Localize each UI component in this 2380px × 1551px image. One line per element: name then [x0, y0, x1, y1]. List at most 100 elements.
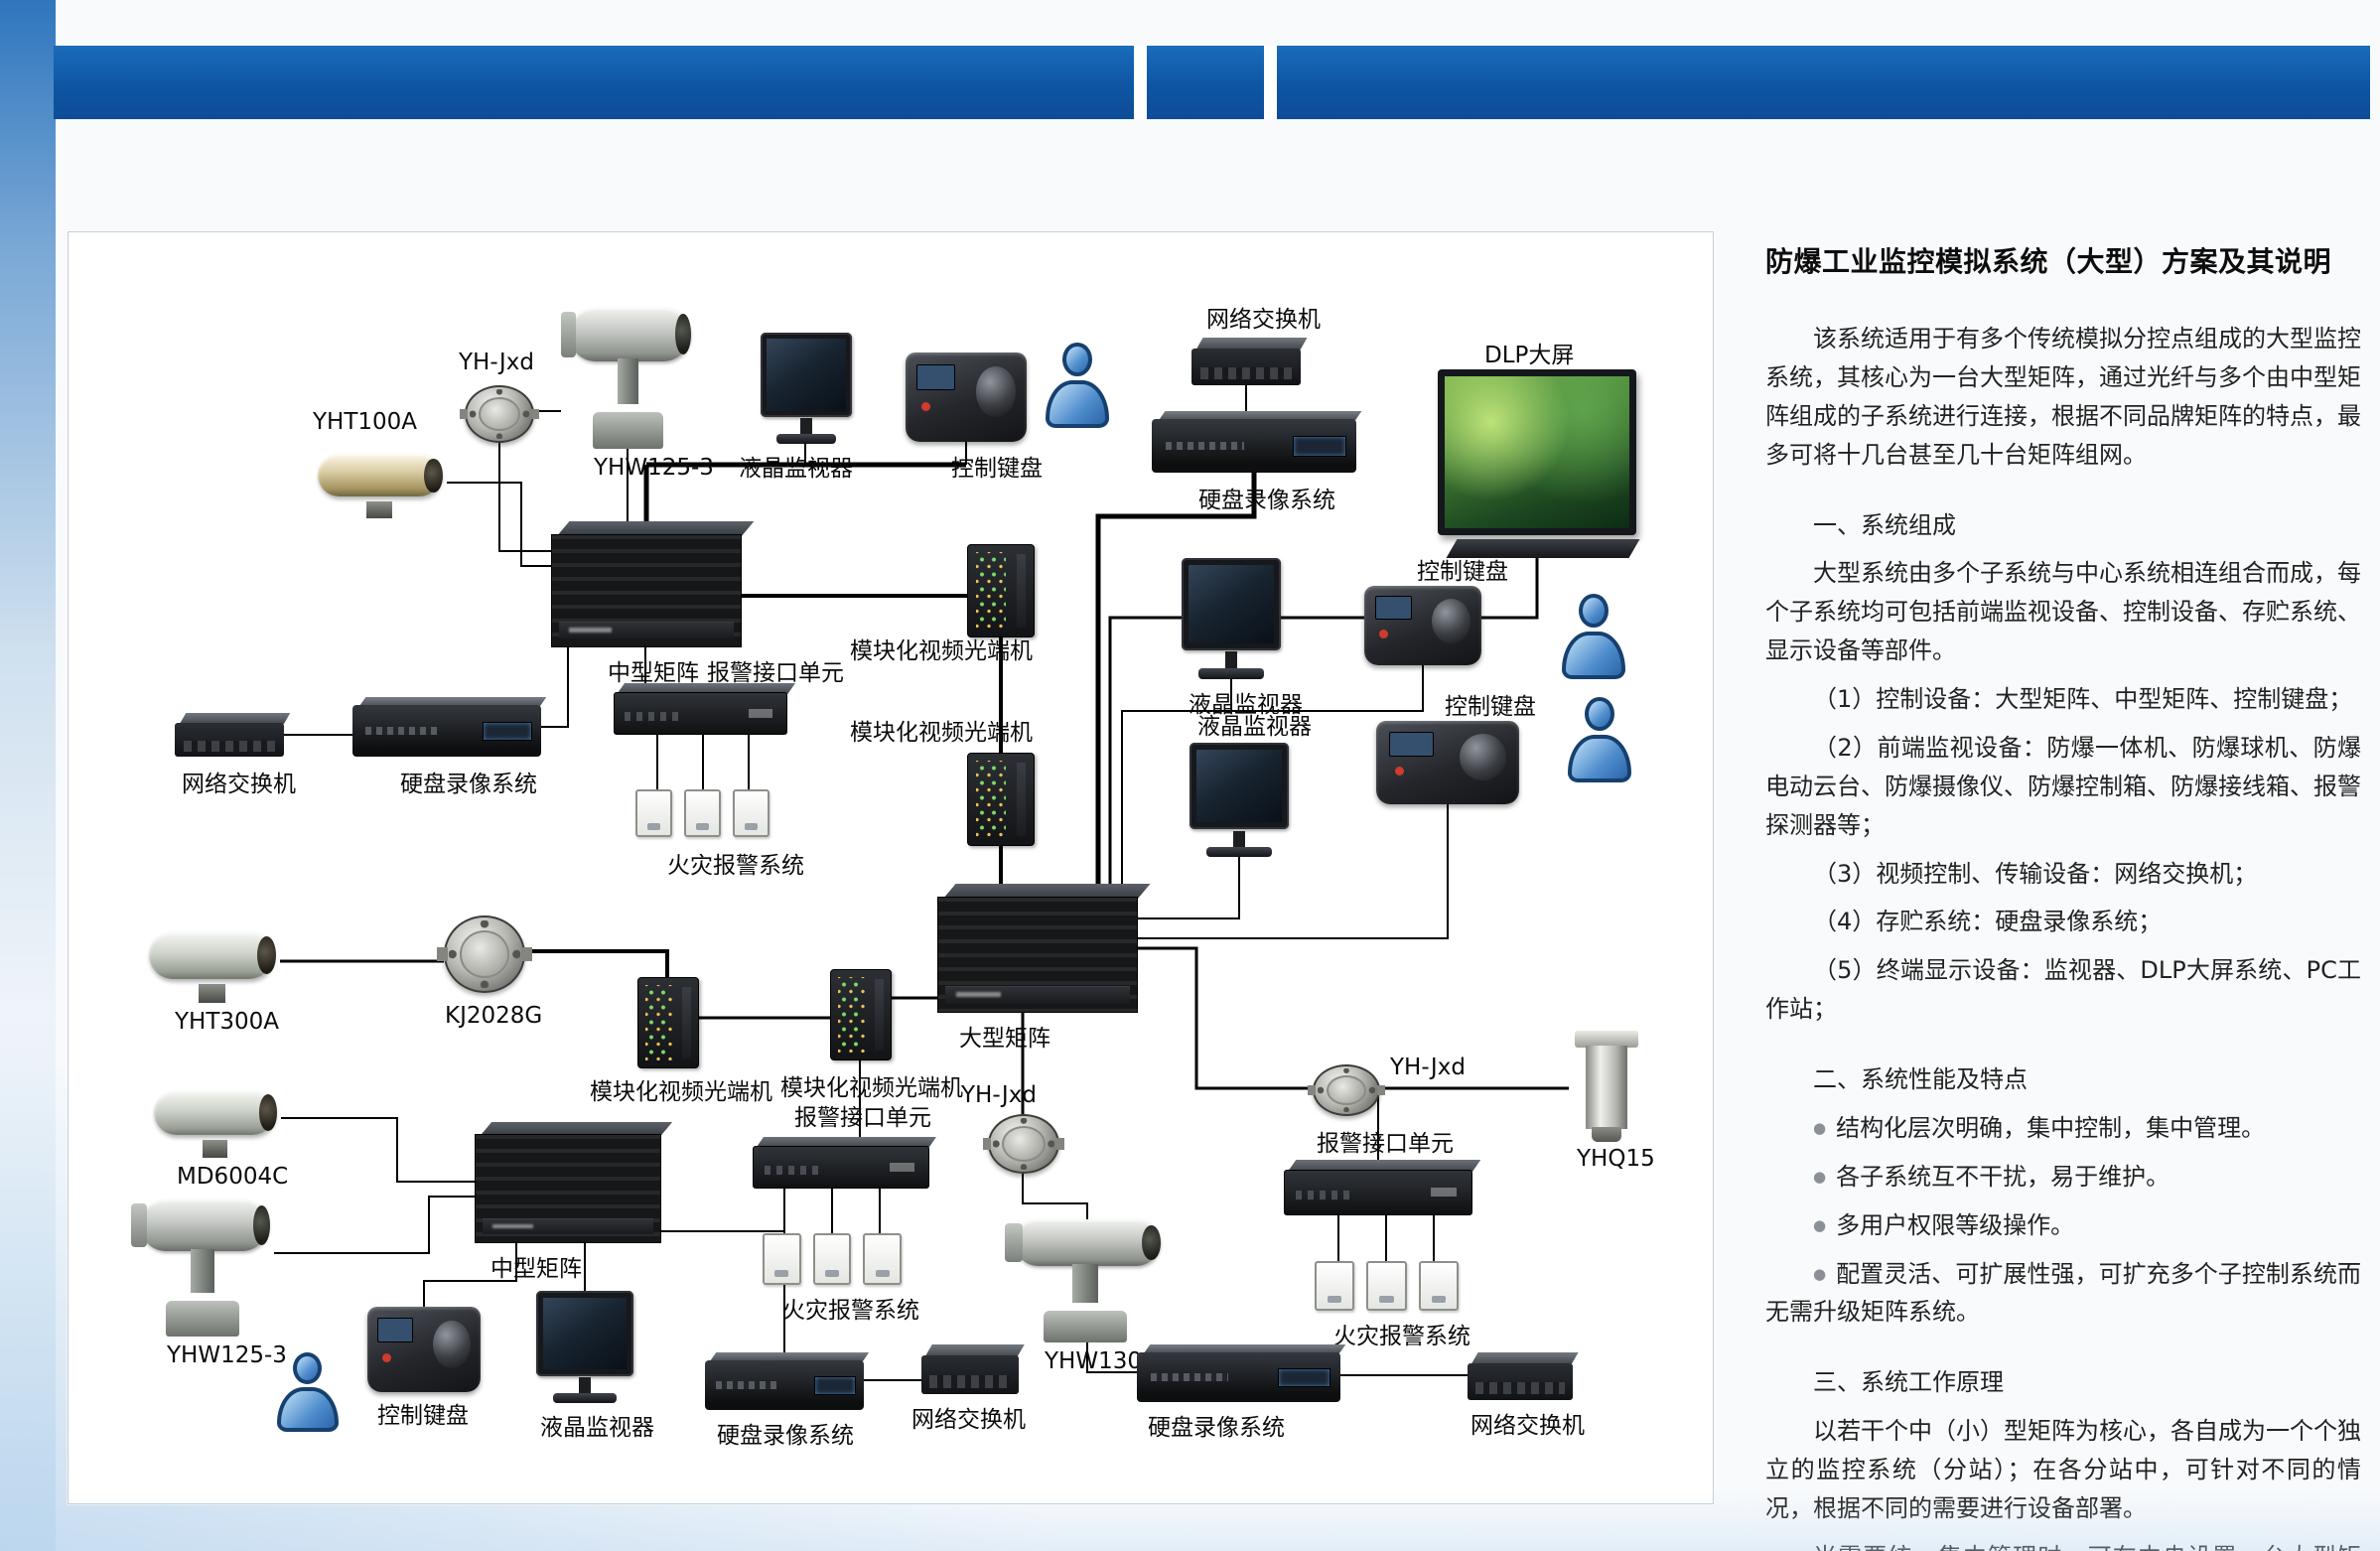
camera-yhw125-3-bottom-label: YHW125-3: [167, 1342, 287, 1368]
article-paragraph: 三、系统工作原理: [1813, 1368, 2004, 1397]
dvr-3-label: 硬盘录像系统: [717, 1423, 854, 1449]
camera-mount: [366, 500, 393, 518]
fire-alarm-1-label: 火灾报警系统: [667, 853, 804, 879]
junction-bolts: [1317, 1067, 1376, 1113]
monitor-screen: [542, 1297, 628, 1370]
fire-detector-icon: [733, 789, 770, 837]
camera-lens-icon: [257, 935, 276, 975]
optical-panel: [682, 987, 691, 1058]
dvr-display: [1293, 436, 1346, 457]
fire-detector-icon: [763, 1233, 801, 1285]
person-body-icon: [277, 1387, 339, 1432]
keyboard-body: [1376, 721, 1519, 804]
switch-4-label: 网络交换机: [1470, 1413, 1585, 1439]
matrix-medium-1: [551, 521, 755, 647]
article-paragraph: 该系统适用于有多个传统模拟分控点组成的大型监控系统，其核心为一台大型矩阵，通过光…: [1765, 325, 2361, 469]
keyboard-1-label: 控制键盘: [951, 456, 1043, 482]
camera-yht300a-label: YHT300A: [175, 1009, 280, 1035]
dvr-body: [1152, 419, 1356, 473]
junction-yhjxd-2: [982, 1114, 1065, 1174]
article-panel: 防爆工业监控模拟系统（大型）方案及其说明 该系统适用于有多个传统模拟分控点组成的…: [1765, 240, 2361, 1551]
dvr-body: [352, 704, 541, 757]
keyboard-display: [1388, 731, 1435, 757]
monitor-base: [1206, 846, 1272, 857]
dvr-vents: [716, 1380, 776, 1389]
operator-1: [1045, 343, 1110, 428]
monitor-base: [552, 1392, 618, 1403]
camera-housing: [154, 1089, 278, 1136]
alarm-unit-2: [753, 1137, 937, 1189]
matrix-label-strip: [482, 1217, 654, 1235]
dlp-screen: [1438, 369, 1640, 558]
keyboard-joystick-icon: [975, 366, 1017, 417]
ptz-base: [1043, 1310, 1128, 1342]
keyboard-body: [1364, 586, 1481, 665]
article-paragraph: 二、系统性能及特点: [1813, 1065, 2028, 1093]
junction-yhjxd-1: [459, 385, 540, 443]
optical-panel: [1016, 554, 1027, 628]
banner-divider: [1134, 46, 1147, 119]
fire-detector-icon: [812, 1233, 852, 1285]
camera-md6004c: [154, 1082, 281, 1158]
dvr-2: [352, 697, 547, 757]
keyboard-2: [1364, 586, 1481, 665]
switch-body: [175, 722, 284, 757]
housing-flange: [1575, 1031, 1638, 1048]
article-title: 防爆工业监控模拟系统（大型）方案及其说明: [1765, 245, 2332, 278]
optical-4-label: 模块化视频光端机: [780, 1075, 963, 1101]
dvr-3: [705, 1352, 869, 1410]
monitor-base: [1198, 668, 1264, 679]
camera-yhq15: [1569, 1031, 1644, 1142]
person-head-icon: [1061, 343, 1092, 377]
switch-body: [1468, 1362, 1573, 1400]
camera-housing: [130, 1199, 270, 1252]
camera-lens-icon: [258, 1094, 278, 1131]
optical-2-label: 模块化视频光端机: [850, 720, 1033, 746]
optical-1-label: 模块化视频光端机: [850, 638, 1033, 664]
dvr-vents: [365, 726, 438, 736]
switch-2: [175, 713, 290, 757]
keyboard-body: [367, 1307, 481, 1392]
monitor-screen: [1196, 750, 1282, 823]
keyboard-led: [920, 401, 930, 411]
camera-yhq15-label: YHQ15: [1577, 1146, 1655, 1172]
keyboard-joystick-icon: [1459, 734, 1507, 781]
optical-3-label: 模块化视频光端机: [590, 1079, 772, 1105]
junction-bolts: [992, 1118, 1055, 1170]
keyboard-display: [1374, 596, 1412, 620]
monitor-4: [536, 1291, 633, 1403]
optical-2: [967, 753, 1035, 846]
fire-detector-icon: [1366, 1261, 1407, 1311]
switch-4: [1468, 1352, 1579, 1400]
article-body: 该系统适用于有多个传统模拟分控点组成的大型监控系统，其核心为一台大型矩阵，通过光…: [1765, 320, 2361, 1551]
person-body-icon: [1046, 379, 1109, 428]
optical-panel: [1016, 763, 1027, 836]
article-paragraph: （2）前端监视设备：防爆一体机、防爆球机、防爆电动云台、防爆摄像仪、防爆控制箱、…: [1765, 733, 2361, 839]
camera-yhw130-label: YHW130: [1045, 1348, 1142, 1374]
person-body-icon: [1568, 734, 1631, 782]
dvr-1: [1152, 411, 1362, 473]
fire-detector-icon: [1315, 1261, 1355, 1311]
monitor-1-label: 液晶监视器: [739, 456, 853, 482]
bullet-icon: ●: [1813, 1118, 1827, 1137]
matrix-medium-2-label: 中型矩阵: [490, 1256, 582, 1282]
dlp-frame: [1438, 369, 1636, 536]
monitor-stand: [800, 418, 812, 434]
keyboard-body: [906, 352, 1027, 442]
top-banner: [54, 46, 2370, 119]
alarm-unit-vents: [625, 711, 680, 721]
dvr-display: [483, 721, 532, 742]
matrix-label-strip: [945, 986, 1130, 1004]
switch-ports: [928, 1375, 1012, 1388]
ptz-neck: [617, 358, 639, 404]
camera-housing: [560, 308, 691, 361]
alarm-unit-1-label: 报警接口单元: [707, 660, 844, 686]
article-paragraph: ●配置灵活、可扩展性强，可扩充多个子控制系统而无需升级矩阵系统。: [1765, 1259, 2362, 1327]
junction-bolts: [469, 389, 530, 439]
camera-yhw125-3-bottom: [130, 1199, 274, 1337]
keyboard-3: [1376, 721, 1519, 804]
camera-mount: [202, 1139, 228, 1158]
switch-2-label: 网络交换机: [182, 772, 296, 797]
camera-housing: [1004, 1219, 1161, 1267]
optical-1: [967, 544, 1035, 637]
